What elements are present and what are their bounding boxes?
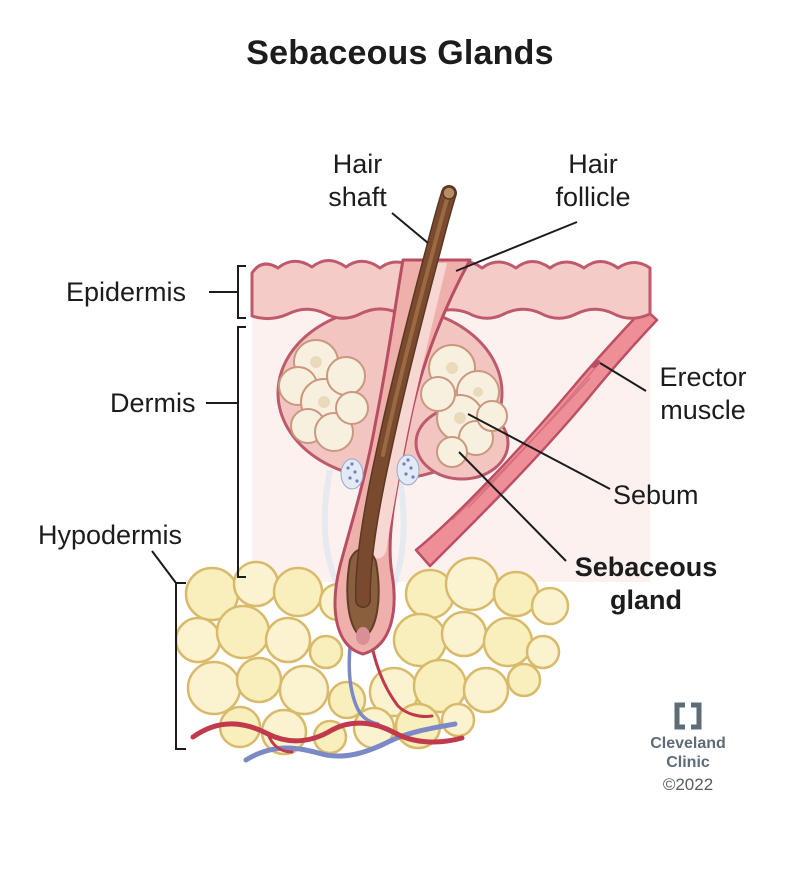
sebum-line [467,413,611,490]
page-title: Sebaceous Glands [246,34,554,72]
cleveland-clinic-logo-icon [674,702,702,730]
label-epidermis: Epidermis [66,277,187,307]
erector-muscle-graphic [414,306,659,568]
annotation-lines [151,212,647,750]
artery-offshoot [266,732,294,754]
credit-brand-line1: Cleveland [650,735,726,752]
hypodermis-bracket [175,582,186,750]
dermis-bracket [237,326,246,578]
label-line: muscle [660,395,746,425]
gland-stipple-cluster [340,454,420,490]
erector-muscle-line [599,362,647,392]
label-line: Hair [332,149,383,179]
label-hair-follicle: Hair follicle [533,148,653,214]
label-line: Erector [659,362,747,392]
label-line: Hair [568,149,618,179]
hypodermis-connector [151,550,177,584]
vein [243,721,458,763]
hair-follicle-line [455,221,578,272]
label-hair-shaft: Hair shaft [300,148,415,214]
copyright-year: ©2022 [662,775,714,794]
epidermis-bracket [237,265,246,319]
credit-brand-line2: Clinic [666,754,710,771]
label-hypodermis: Hypodermis [38,520,183,550]
label-sebum: Sebum [613,480,699,510]
hair-shaft-line [391,212,429,244]
cleveland-clinic-credit: Cleveland Clinic ©2022 [620,702,756,795]
label-dermis: Dermis [110,388,196,418]
blood-vessels [190,608,465,763]
sebaceous-gland-line [458,451,567,562]
hair-shaft-graphic [354,185,457,608]
label-line: gland [610,585,682,615]
label-line: follicle [555,182,631,212]
artery [190,720,465,745]
label-sebaceous-gland: Sebaceous gland [562,551,730,617]
label-line: Sebaceous [574,552,718,582]
label-line: shaft [328,182,387,212]
label-erector-muscle: Erector muscle [644,361,762,427]
